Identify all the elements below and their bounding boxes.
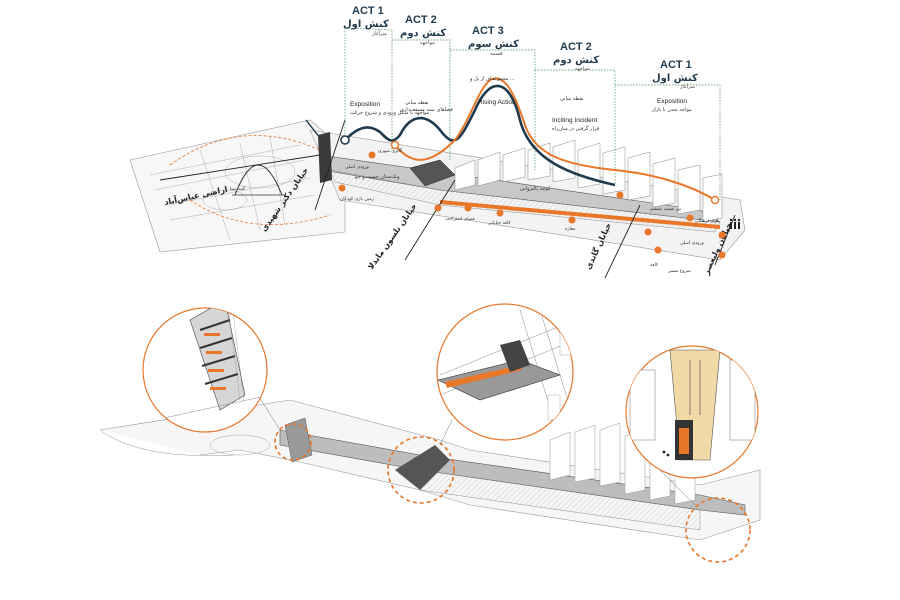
focus-circle-2 [387, 436, 455, 504]
orange-dramatic-curve [394, 77, 716, 201]
act-2-right: ACT 2 کنش دوم مواجهه [553, 41, 599, 72]
left-tower [318, 132, 332, 183]
dome-label: گنبد مینا [230, 185, 246, 192]
phase-exposition-left: Exposition [350, 101, 380, 108]
walkway-orange-strip [440, 200, 720, 229]
svg-text:مواجهه: مواجهه [575, 66, 590, 72]
dashed-arc-west [169, 135, 331, 226]
label-shop: مغازه [565, 227, 576, 232]
focus-circle-1 [274, 423, 312, 461]
context-sketch-west [149, 136, 316, 241]
bridge-element [409, 159, 456, 187]
lower-walkway [279, 429, 746, 516]
phase-exposition-right: Exposition [657, 98, 687, 105]
svg-text:ACT 1: ACT 1 [660, 59, 692, 71]
svg-text:کنش دوم: کنش دوم [553, 55, 599, 66]
dome-shape [234, 164, 283, 196]
phase-rising-fa: مجموعه‌ای از پل و ... [469, 76, 515, 82]
svg-text:ACT 2: ACT 2 [560, 41, 592, 53]
curve-start-navy [340, 135, 350, 145]
phase-midpoint-left: نقطه میانی [405, 100, 429, 106]
label-start: شروع مسیر [667, 269, 691, 274]
act-3: ACT 3 کنش سوم قسمه [468, 25, 519, 57]
act-guides [344, 27, 721, 200]
phase-midpoint-right: نقطه میانی [560, 96, 584, 102]
label-entrance2: ورودی اصلی [680, 241, 704, 246]
zoom-bubble-tower [142, 307, 268, 433]
label-bazaar: بازار فرهنگی [695, 217, 719, 224]
phase-midpoint-right-2: قرار گرفتن در میان‌راه [552, 125, 600, 132]
label-rest: فضای استراحت [445, 217, 475, 222]
lower-tower [284, 417, 313, 463]
phase-exposition-right-fa: مواجه شدن با بازار [651, 107, 692, 113]
svg-text:کنش اول: کنش اول [343, 19, 389, 30]
svg-text:ACT 2: ACT 2 [405, 14, 437, 26]
program-markers [338, 151, 726, 259]
lower-dome-outline [209, 434, 271, 456]
zoom-bubble-bridge [436, 303, 574, 441]
act-1-right: ACT 1 کنش اول سرآغاز [652, 59, 698, 90]
lower-diagram [99, 303, 761, 563]
label-cafe2: کافه [650, 262, 659, 268]
jostejoo-label: ونک‌ستان جست و جو [354, 174, 400, 180]
zoom-bubble-bazaar [625, 345, 759, 479]
label-entrance: ورودی اصلی [345, 165, 369, 170]
svg-text:ACT 1: ACT 1 [352, 5, 384, 17]
street-mandela: خیابان نلسون ماندلا [366, 202, 418, 271]
lower-arc-sketch [99, 429, 236, 456]
ground-plane-west [129, 119, 346, 253]
svg-text:ACT 3: ACT 3 [472, 25, 504, 37]
alley-label: کوچه پالیزوانی [520, 186, 551, 192]
svg-text:کنش اول: کنش اول [652, 73, 698, 84]
focus-circle-3 [685, 497, 751, 563]
label-playground: زمین بازی کودکان [340, 196, 374, 202]
curve-end-orange [710, 195, 720, 205]
svg-text:مواجهه: مواجهه [420, 40, 435, 46]
lower-bridge [395, 445, 450, 490]
svg-text:کنش سوم: کنش سوم [468, 39, 519, 50]
people-icon [729, 218, 741, 229]
upper-diagram: ACT 1 کنش اول سرآغاز ACT 2 کنش دوم مواجه… [129, 5, 746, 279]
phase-exposition-left-fa: مواجهه با شکل ورودی و شروع حرکت [350, 110, 430, 116]
phase-midpoint-left-2: فضاهای نیمه مسقف‌داری [400, 107, 453, 113]
svg-text:قسمه: قسمه [490, 51, 503, 57]
phase-inciting: Inciting Incident [552, 117, 597, 124]
phase-rising-action: Rising Action [478, 99, 516, 106]
svg-text:سرآغاز: سرآغاز [679, 83, 695, 90]
act-1-left: ACT 1 کنش اول سرآغاز [343, 5, 389, 37]
svg-text:سرآغاز: سرآغاز [371, 30, 387, 37]
binbast-label: بن بست ششم [650, 206, 681, 212]
navy-dramatic-curve [344, 84, 616, 187]
act-2-left: ACT 2 کنش دوم مواجهه [400, 14, 446, 46]
svg-text:کنش دوم: کنش دوم [400, 28, 446, 39]
curve-start-orange [390, 140, 400, 150]
label-cafe: کافه خیابانی [488, 220, 512, 226]
label-gallery: گالری شهری [378, 147, 403, 154]
